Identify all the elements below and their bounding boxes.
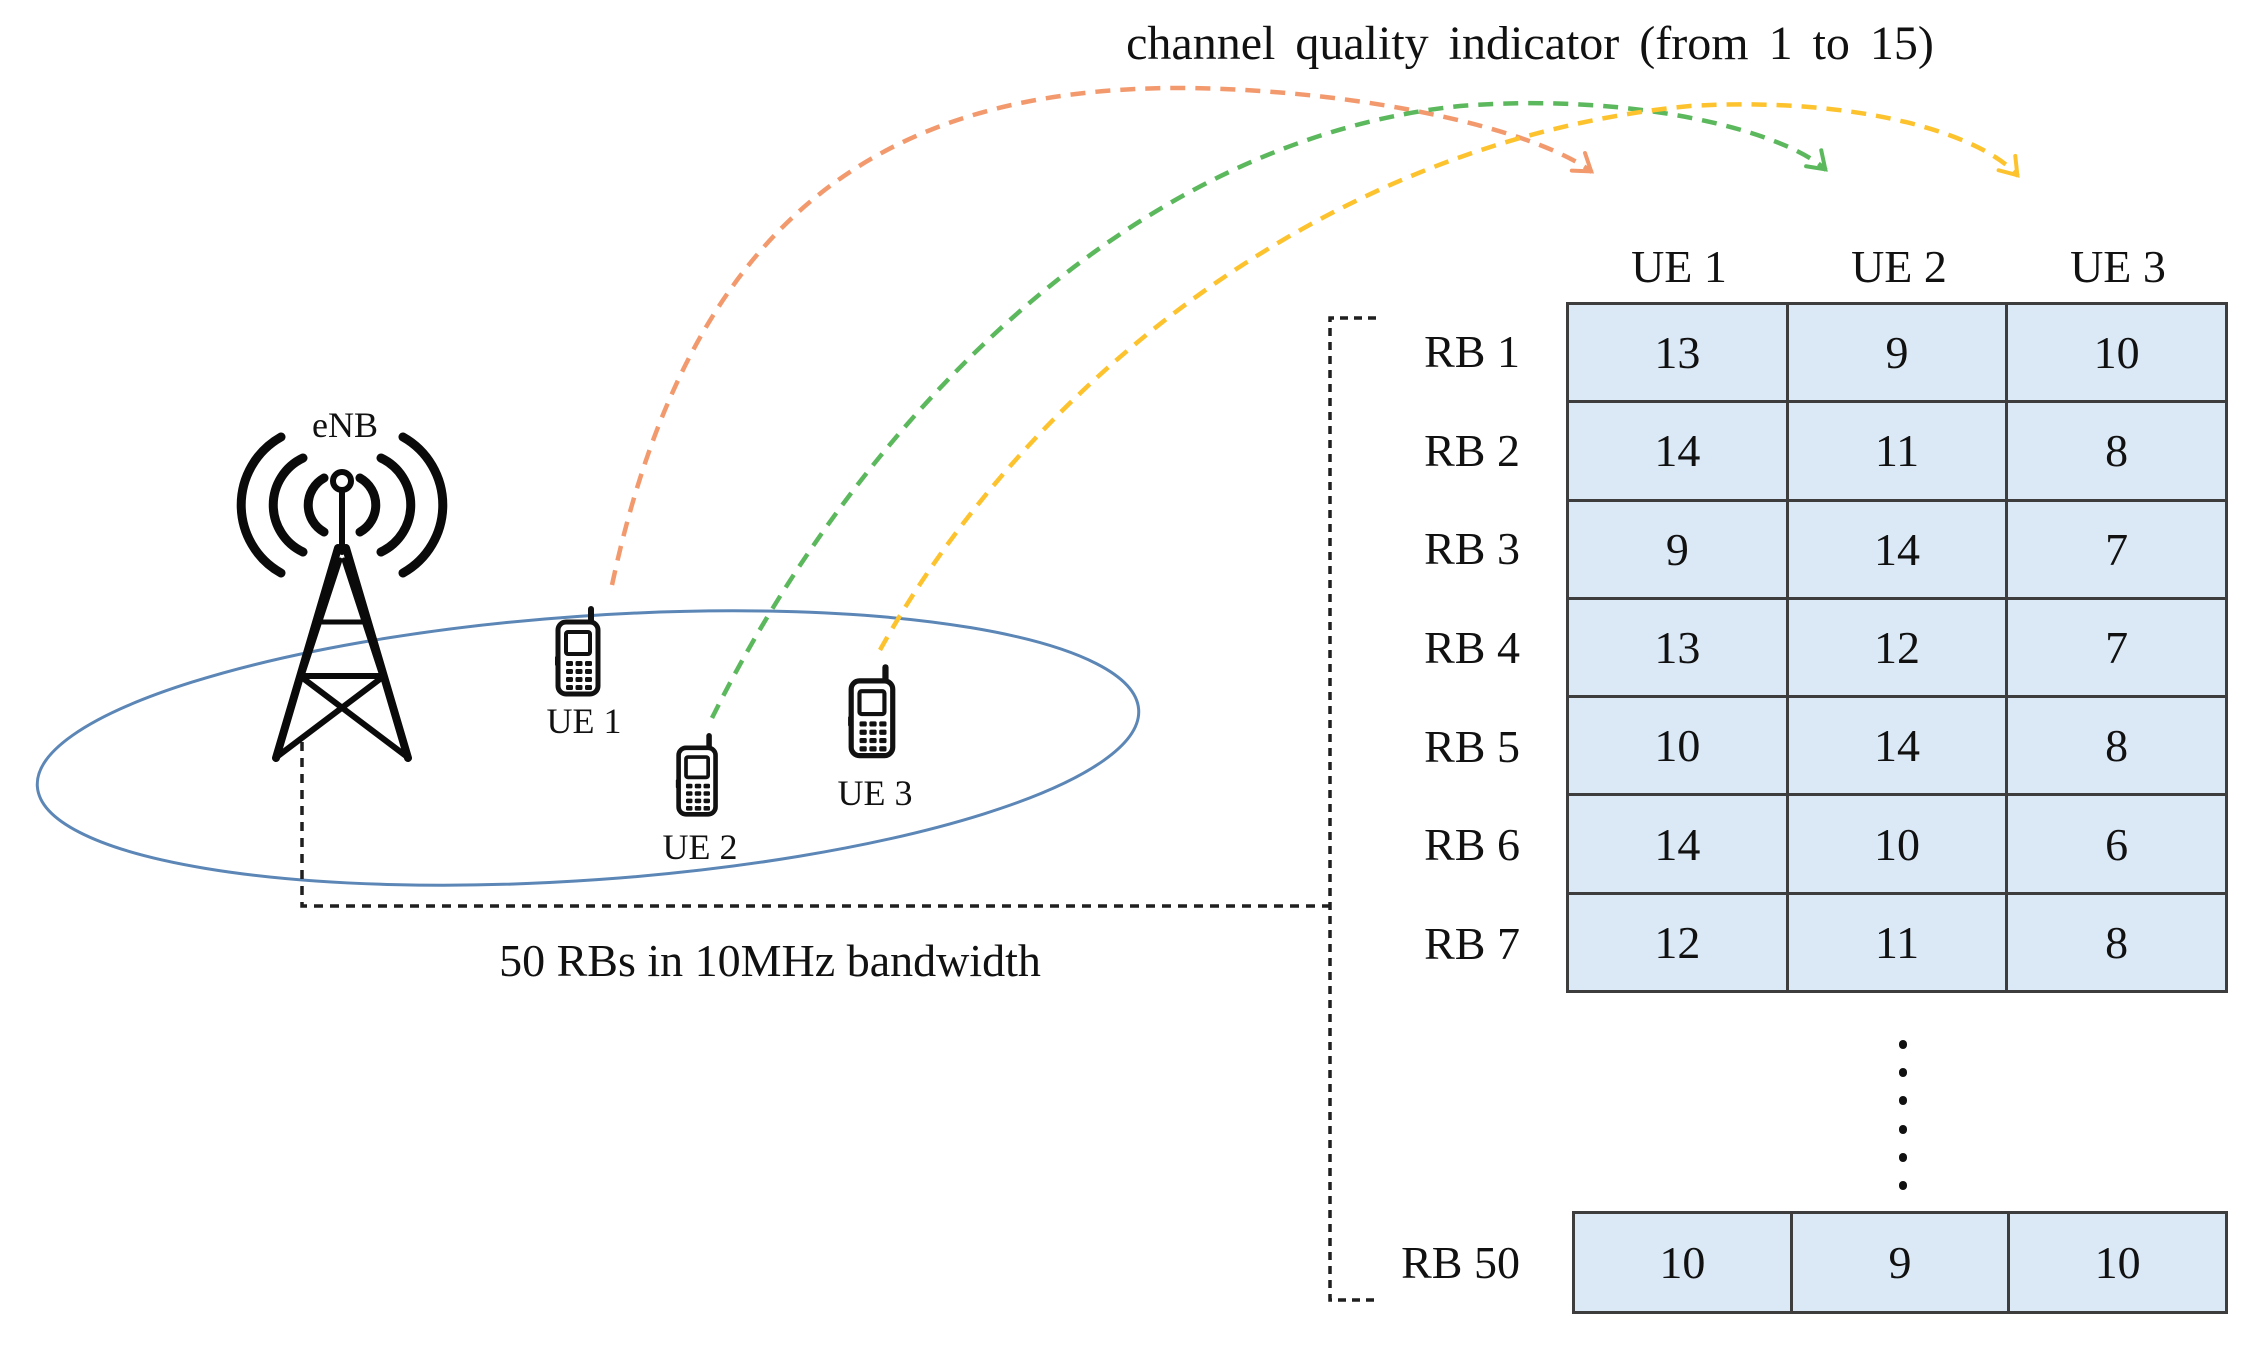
cqi-cell: 8 [2008, 698, 2225, 794]
cqi-column-header-ue2: UE 2 [1851, 241, 1947, 292]
rb-row-label: RB 1 [1424, 325, 1520, 377]
ellipsis-dot [1899, 1068, 1907, 1078]
rb-row-label: RB 2 [1424, 424, 1520, 476]
cqi-cell: 13 [1569, 599, 1786, 696]
cqi-cell: 9 [1788, 305, 2006, 401]
rb-row-label: RB 7 [1424, 918, 1520, 970]
rb-row-label: RB 3 [1424, 523, 1520, 575]
cqi-cell: 7 [2008, 501, 2225, 597]
cqi-cell: 11 [1788, 403, 2006, 499]
cqi-cell: 10 [2010, 1214, 2225, 1311]
ellipsis-dot [1899, 1152, 1907, 1162]
cqi-cell: 6 [2008, 796, 2225, 892]
enb-label: eNB [312, 405, 378, 445]
ue1-phone-icon [555, 609, 598, 694]
ellipsis-dot [1899, 1040, 1907, 1049]
cqi-cell: 12 [1788, 599, 2006, 696]
cqi-cell: 12 [1569, 894, 1786, 990]
cqi-cell: 14 [1788, 501, 2006, 597]
cqi-cell: 9 [1792, 1214, 2008, 1311]
cqi-cell: 11 [1788, 894, 2006, 990]
table-ellipsis-dots [1896, 1040, 1910, 1190]
ue1-label: UE 1 [546, 701, 622, 741]
enb-tower-icon [236, 432, 448, 762]
cqi-arrow-ue2 [709, 100, 1828, 720]
cqi-cell: 14 [1569, 796, 1786, 892]
rb-row-labels: RB 1 RB 2 RB 3 RB 4 RB 5 RB 6 RB 7 [1320, 302, 1520, 993]
cqi-cell: 8 [2008, 894, 2225, 990]
rb-row-label: RB 6 [1424, 819, 1520, 871]
ue3-phone-icon [848, 667, 893, 755]
cqi-cell: 14 [1569, 403, 1786, 499]
ellipsis-dot [1899, 1096, 1907, 1106]
cqi-cell: 10 [1569, 698, 1786, 794]
cqi-column-header-ue1: UE 1 [1631, 241, 1727, 292]
rb-row-label: RB 5 [1424, 720, 1520, 772]
cqi-column-header-ue3: UE 3 [2070, 241, 2166, 292]
ellipsis-dot [1899, 1180, 1907, 1190]
ue2-label: UE 2 [662, 827, 738, 867]
cqi-cell: 10 [1788, 796, 2006, 892]
enb-to-table-connector-line [300, 742, 1330, 908]
cell-coverage-ellipse [35, 609, 1141, 887]
diagram-title: channel quality indicator (from 1 to 15) [1126, 17, 1934, 70]
cqi-cell: 13 [1569, 305, 1786, 401]
rb-row-label-50: RB 50 [1401, 1237, 1520, 1288]
rb-row-label: RB 4 [1424, 621, 1520, 673]
bandwidth-label: 50 RBs in 10MHz bandwidth [499, 935, 1041, 986]
ue2-phone-icon [676, 736, 716, 814]
cqi-cell: 7 [2008, 599, 2225, 696]
cqi-cell: 9 [1569, 501, 1786, 597]
cqi-cell: 10 [2008, 305, 2225, 401]
ellipsis-dot [1899, 1124, 1907, 1134]
ue3-label: UE 3 [837, 773, 913, 813]
cqi-cell: 8 [2008, 403, 2225, 499]
cqi-arrow-ue1 [609, 85, 1595, 586]
rb-rows-bracket [1328, 316, 1376, 1302]
cqi-cell: 10 [1575, 1214, 1790, 1311]
cqi-cell: 14 [1788, 698, 2006, 794]
